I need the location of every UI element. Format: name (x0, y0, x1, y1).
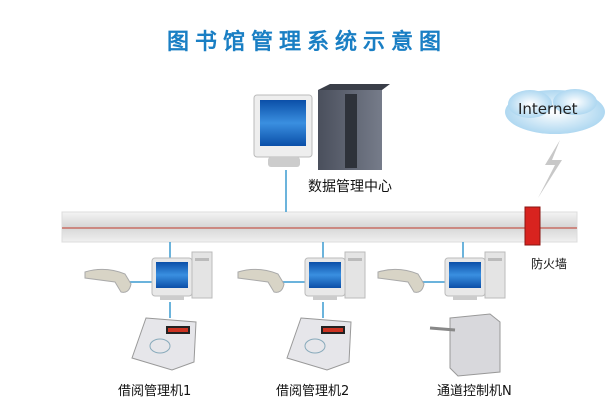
data-center-label: 数据管理中心 (308, 179, 392, 195)
firewall-label: 防火墙 (531, 257, 568, 271)
network-links (130, 170, 464, 318)
workstation-icon (304, 251, 366, 301)
firewall-icon (524, 206, 541, 246)
card-reader-icon (131, 317, 197, 371)
station2-label: 借阅管理机2 (276, 384, 350, 399)
network-backbone (61, 211, 578, 243)
barcode-scanner-icon (237, 268, 285, 293)
workstation-icon (151, 251, 213, 301)
barcode-scanner-icon (377, 268, 425, 293)
station1-label: 借阅管理机1 (118, 384, 192, 399)
server-icon (318, 84, 390, 170)
internet-label: Internet (518, 100, 578, 118)
monitor-icon (253, 94, 313, 167)
turnstile-icon (429, 313, 501, 377)
workstation-icon (444, 251, 506, 301)
diagram-title: 图书馆管理系统示意图 (166, 30, 447, 55)
internet-cloud-icon (505, 89, 605, 134)
card-reader-icon (286, 317, 352, 371)
lightning-icon (538, 140, 562, 198)
barcode-scanner-icon (84, 268, 132, 293)
station3-label: 通道控制机N (437, 384, 512, 399)
